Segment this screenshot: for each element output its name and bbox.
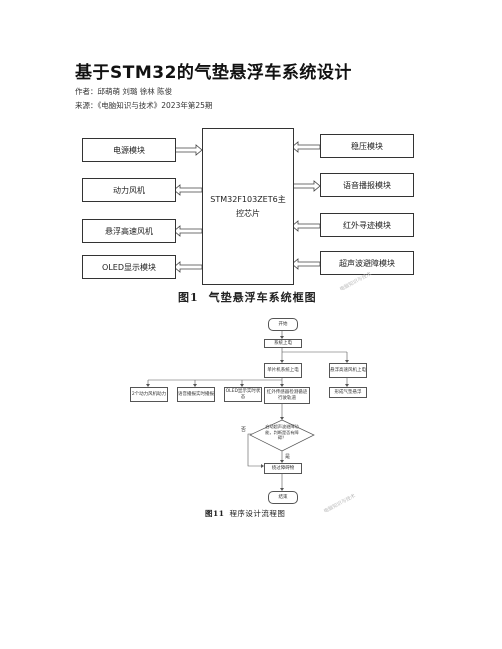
arrow-power-to-mcu (173, 144, 203, 156)
flow-label-yes: 是 (285, 454, 291, 460)
figure1-arrows (173, 141, 321, 273)
arrow-ir-to-mcu (291, 220, 321, 232)
article-source: 来源：《电脑知识与技术》2023年第25期 (75, 101, 213, 110)
arrow-ultrasonic-to-mcu (291, 258, 321, 270)
module-hover-fan: 悬浮高速风机 (82, 219, 176, 243)
module-power: 电源模块 (82, 138, 176, 162)
figure11-caption-number: 图11 (205, 509, 225, 518)
figure11-caption: 图11 程序设计流程图 (205, 508, 285, 519)
mcu-block: STM32F103ZET6主控芯片 (202, 128, 294, 285)
flowchart-connectors (146, 329, 349, 491)
flow-avoid: 绕过障碍物 (264, 463, 302, 474)
module-voice: 语音播报模块 (320, 173, 414, 197)
flow-end: 结束 (268, 491, 298, 504)
flow-label-no: 否 (241, 427, 247, 433)
arrow-mcu-to-fan (173, 184, 203, 196)
figure11-caption-text: 程序设计流程图 (229, 509, 286, 518)
article-authors: 作者：邱萌萌 刘璐 徐林 陈俊 (75, 87, 173, 96)
arrow-mcu-to-oled (173, 261, 203, 273)
flow-start: 开始 (268, 318, 298, 331)
arrow-regulator-to-mcu (291, 141, 321, 153)
module-oled: OLED显示模块 (82, 255, 176, 279)
module-drive-fan: 动力风机 (82, 178, 176, 202)
module-regulator: 稳压模块 (320, 134, 414, 158)
figure1-block-diagram: 电源模块 动力风机 悬浮高速风机 OLED显示模块 STM32F103ZET6主… (82, 128, 418, 285)
flow-ir-track: 红外传感器检测循迹行驶轨道 (264, 387, 310, 404)
arrow-mcu-to-hover (173, 225, 203, 237)
figure1-caption: 图1 气垫悬浮车系统框图 (178, 289, 317, 305)
article-title: 基于STM32的气垫悬浮车系统设计 (75, 63, 352, 83)
flow-power-on: 系统上电 (264, 339, 302, 348)
flow-two-fans: 2个动力风机助力 (130, 387, 168, 402)
figure1-caption-text: 气垫悬浮车系统框图 (208, 291, 317, 304)
module-ir: 红外寻迹模块 (320, 213, 414, 237)
flow-mcu-power: 单片机系统上电 (264, 363, 302, 378)
figure1-caption-number: 图1 (178, 291, 199, 304)
flow-voice: 语音播报实时播报 (177, 387, 215, 402)
arrow-mcu-to-voice (291, 180, 321, 192)
flow-hover-fan: 悬浮高速风机上电 (329, 363, 367, 378)
figure11-flowchart: 开始 系统上电 单片机系统上电 悬浮高速风机上电 形成气垫悬浮 2个动力风机助力… (130, 314, 380, 506)
module-ultrasonic: 超声波避障模块 (320, 251, 414, 275)
flow-oled: OLED显示实时状态 (224, 387, 262, 402)
decision-diamond (249, 419, 315, 452)
flow-air-cushion: 形成气垫悬浮 (329, 387, 367, 398)
mcu-label: STM32F103ZET6主控芯片 (210, 194, 286, 218)
flow-decision: 启动超声波避障功能，判断是否有障碍？ (265, 424, 299, 440)
